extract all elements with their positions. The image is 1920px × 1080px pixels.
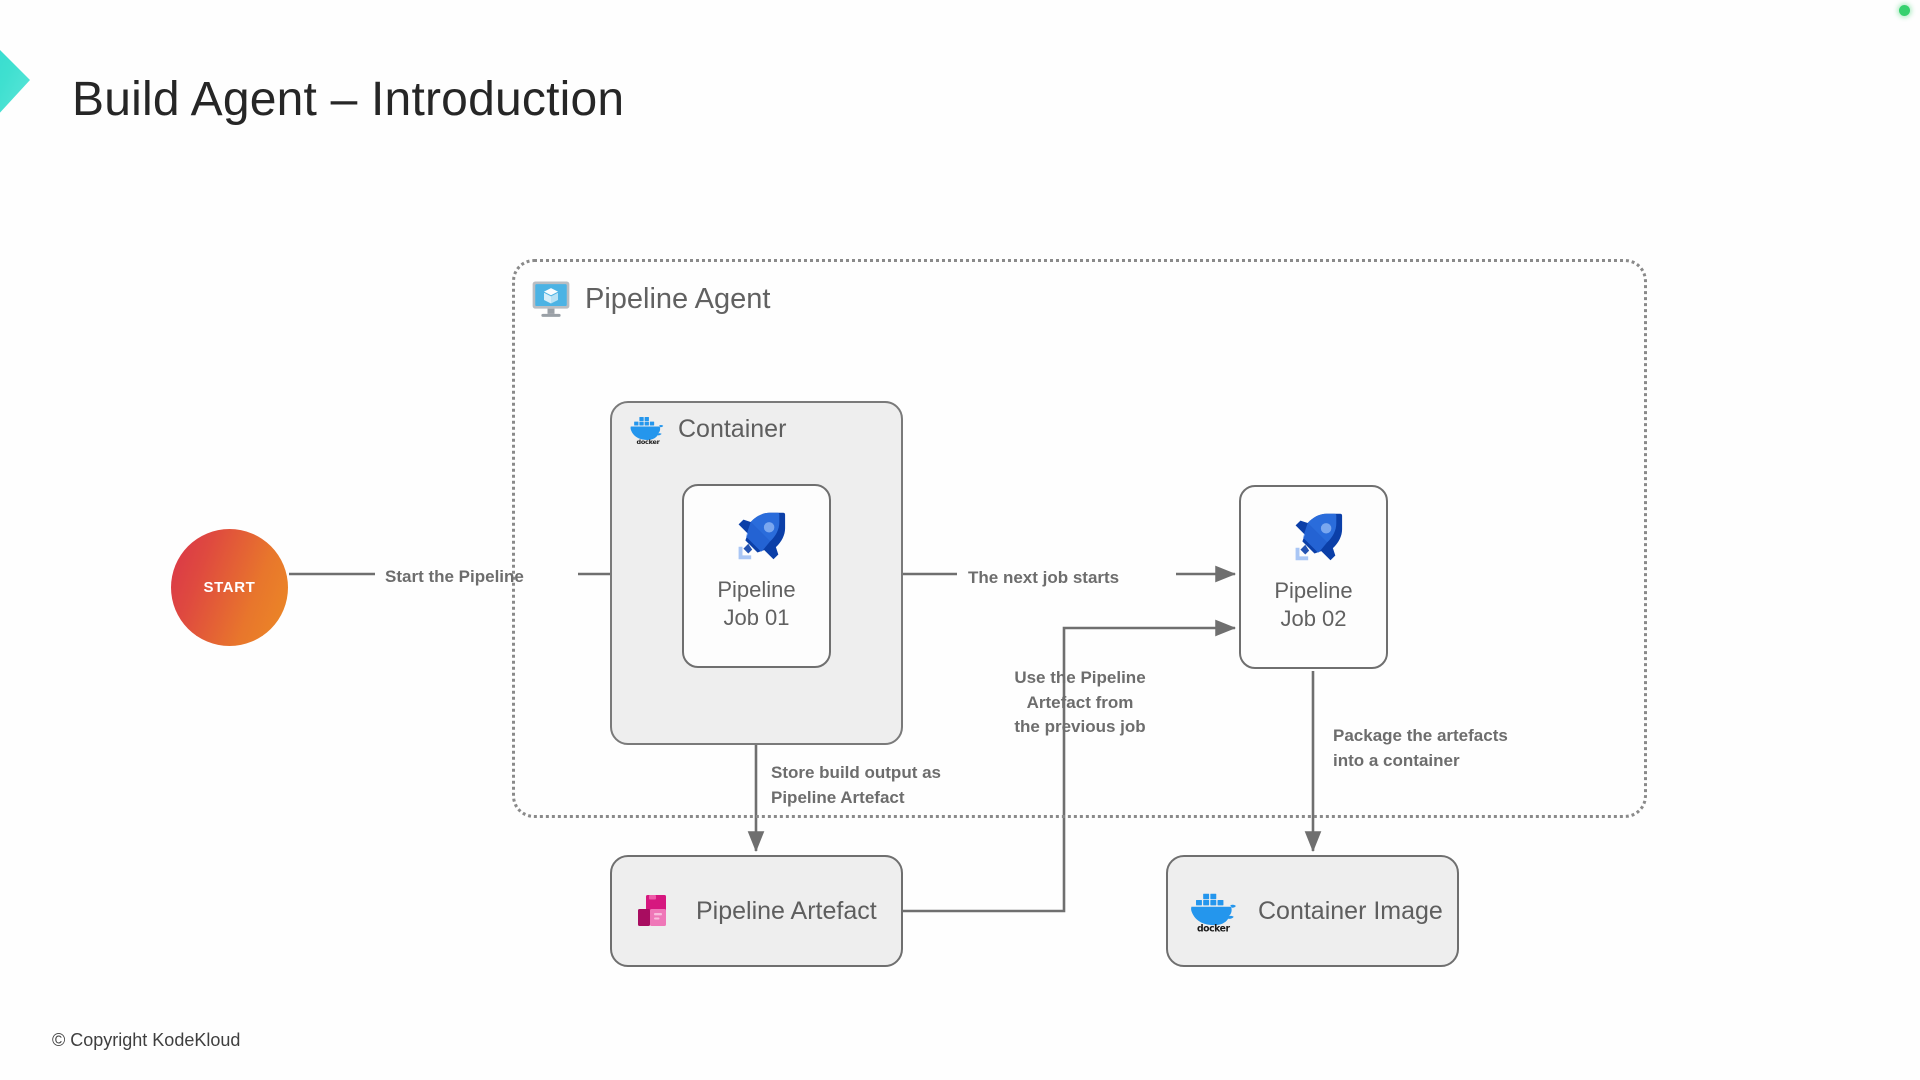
svg-text:docker: docker [636, 438, 660, 445]
svg-text:docker: docker [1197, 924, 1231, 933]
node-pipeline-artefact[interactable]: Pipeline Artefact [610, 855, 903, 967]
docker-container-label: Container [678, 414, 787, 443]
node-label: Container Image [1258, 896, 1443, 925]
docker-icon: docker [1191, 893, 1236, 933]
page-title: Build Agent – Introduction [72, 73, 625, 126]
edge-label-package-the-artefacts: Package the artefacts into a container [1333, 726, 1508, 770]
start-node[interactable]: START [171, 529, 288, 646]
start-node-label: START [203, 579, 256, 596]
copyright-footer: © Copyright KodeKloud [52, 1030, 241, 1050]
docker-icon: docker [630, 417, 664, 445]
node-label: Pipeline Artefact [696, 896, 877, 925]
monitor-cube-icon [532, 281, 570, 317]
pipeline-agent-label: Pipeline Agent [585, 282, 771, 315]
azure-pipelines-rocket-icon [738, 512, 785, 560]
edge-label-the-next-job-starts: The next job starts [968, 568, 1120, 587]
edge-label-use-the-pipeline-artefact: Use the Pipeline Artefact from the previ… [1014, 668, 1146, 737]
pipeline-agent-boundary [512, 259, 1647, 818]
azure-artifacts-boxes-icon [638, 895, 666, 926]
edge-label-start-the-pipeline: Start the Pipeline [385, 567, 524, 586]
docker-container-header: docker Container [628, 413, 786, 445]
status-dot-icon [1899, 5, 1910, 16]
edge-label-store-build-output: Store build output as Pipeline Artefact [771, 763, 941, 807]
azure-pipelines-rocket-icon [1295, 513, 1342, 561]
node-label: Pipeline Job 02 [1274, 578, 1353, 632]
node-label: Pipeline Job 01 [717, 577, 796, 631]
node-container-image[interactable]: docker Container Image [1166, 855, 1459, 967]
pipeline-agent-header: Pipeline Agent [530, 278, 770, 320]
node-pipeline-job-01[interactable]: Pipeline Job 01 [682, 484, 831, 668]
node-pipeline-job-02[interactable]: Pipeline Job 02 [1239, 485, 1388, 669]
